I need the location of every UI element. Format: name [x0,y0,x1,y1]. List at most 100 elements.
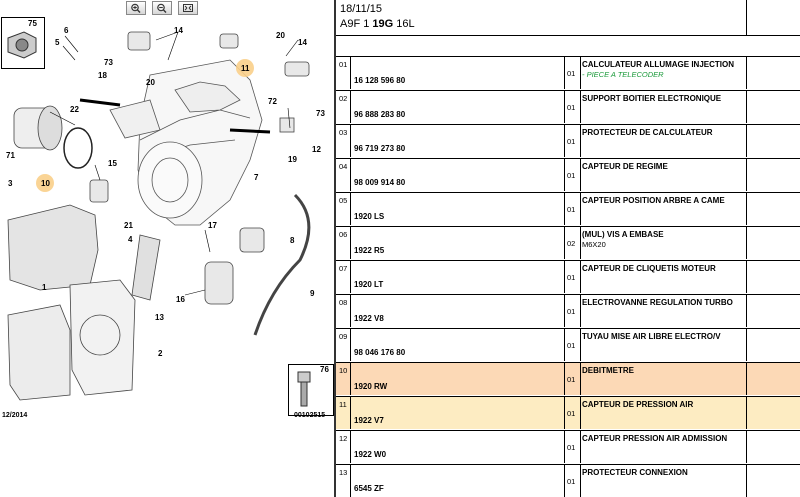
callout-17[interactable]: 17 [208,221,217,230]
callout-20a[interactable]: 20 [146,78,155,87]
column-divider [746,431,747,463]
engine-exploded-view: 75 6 5 73 18 14 20 11 20 14 73 72 12 19 … [6,19,329,407]
callout-19[interactable]: 19 [288,155,297,164]
detail-box-76 [288,364,334,416]
callout-7[interactable]: 7 [254,173,259,182]
callout-75[interactable]: 75 [28,19,37,28]
callout-11[interactable]: 11 [241,64,250,73]
part-reference: 98 046 176 80 [354,348,406,357]
exploded-diagram-panel: 75 6 5 73 18 14 20 11 20 14 73 72 12 19 … [0,0,334,497]
part-index: 06 [339,230,348,239]
column-divider [350,57,351,89]
callout-15[interactable]: 15 [108,159,117,168]
column-divider [350,261,351,293]
part-quantity: 01 [567,103,576,112]
model-prefix: A9F 1 [340,18,370,30]
part-index: 08 [339,298,348,307]
fit-page-button[interactable] [178,1,198,15]
part-description: PROTECTEUR CONNEXION [582,468,688,477]
callout-20b[interactable]: 20 [276,31,285,40]
callout-1[interactable]: 1 [42,283,47,292]
zoom-out-button[interactable] [152,1,172,15]
part-index: 13 [339,468,348,477]
part-index: 09 [339,332,348,341]
callout-6[interactable]: 6 [64,26,69,35]
callout-22[interactable]: 22 [70,105,79,114]
callout-5[interactable]: 5 [55,38,60,47]
part-description: CAPTEUR DE REGIME [582,162,668,171]
part-index: 05 [339,196,348,205]
column-divider [350,397,351,429]
sensors-drawing [89,31,311,336]
part-quantity: 01 [567,307,576,316]
column-divider [746,57,747,89]
callout-8[interactable]: 8 [290,236,295,245]
part-quantity: 01 [567,477,576,486]
callout-14a[interactable]: 14 [174,26,183,35]
part-row[interactable]: 13 6545 ZF 01 PROTECTEUR CONNEXION [336,464,800,497]
callout-72[interactable]: 72 [268,97,277,106]
column-divider [580,159,581,191]
parts-header: 18/11/15 A9F 1 19G 16L [336,0,800,36]
part-reference: 16 128 596 80 [354,76,406,85]
column-divider [746,193,747,225]
callout-3[interactable]: 3 [8,179,13,188]
callout-13[interactable]: 13 [155,313,164,322]
callout-9[interactable]: 9 [310,289,315,298]
panel-divider[interactable] [334,0,336,497]
part-quantity: 01 [567,375,576,384]
header-divider [746,0,747,35]
column-divider [350,227,351,259]
part-reference: 1922 V8 [354,314,384,323]
column-divider [746,465,747,497]
part-description: DEBITMETRE [582,366,634,375]
model-bold: 19G [372,18,394,30]
detail-75-drawing [7,31,37,59]
airflow-meter-drawing [13,105,93,169]
callout-76[interactable]: 76 [320,365,329,374]
callout-4[interactable]: 4 [128,235,133,244]
callout-73b[interactable]: 73 [316,109,325,118]
part-reference: 1922 W0 [354,450,387,459]
callout-highlight-11 [236,59,254,77]
callout-10[interactable]: 10 [41,179,50,188]
header-model: A9F 1 19G 16L [340,18,415,30]
column-divider [746,329,747,361]
part-reference: 1920 LT [354,280,384,289]
detail-76-drawing [297,371,311,407]
callout-21[interactable]: 21 [124,221,133,230]
header-date: 18/11/15 [340,3,383,15]
fit-page-icon [183,4,193,12]
column-divider [350,431,351,463]
callout-12[interactable]: 12 [312,145,321,154]
zoom-in-button[interactable] [126,1,146,15]
part-description: (MUL) VIS A EMBASE [582,230,664,239]
part-quantity: 01 [567,341,576,350]
callout-16[interactable]: 16 [176,295,185,304]
part-index: 07 [339,264,348,273]
column-divider [580,261,581,293]
callout-2[interactable]: 2 [158,349,163,358]
part-reference: 6545 ZF [354,484,384,493]
callout-14b[interactable]: 14 [298,38,307,47]
column-divider [564,159,565,191]
callout-73[interactable]: 73 [104,58,113,67]
part-reference: 1920 LS [354,212,385,221]
part-description: CAPTEUR DE CLIQUETIS MOTEUR [582,264,716,273]
callout-18[interactable]: 18 [98,71,107,80]
part-quantity: 01 [567,171,576,180]
callout-71[interactable]: 71 [6,151,15,160]
callout-highlight-10 [36,174,54,192]
